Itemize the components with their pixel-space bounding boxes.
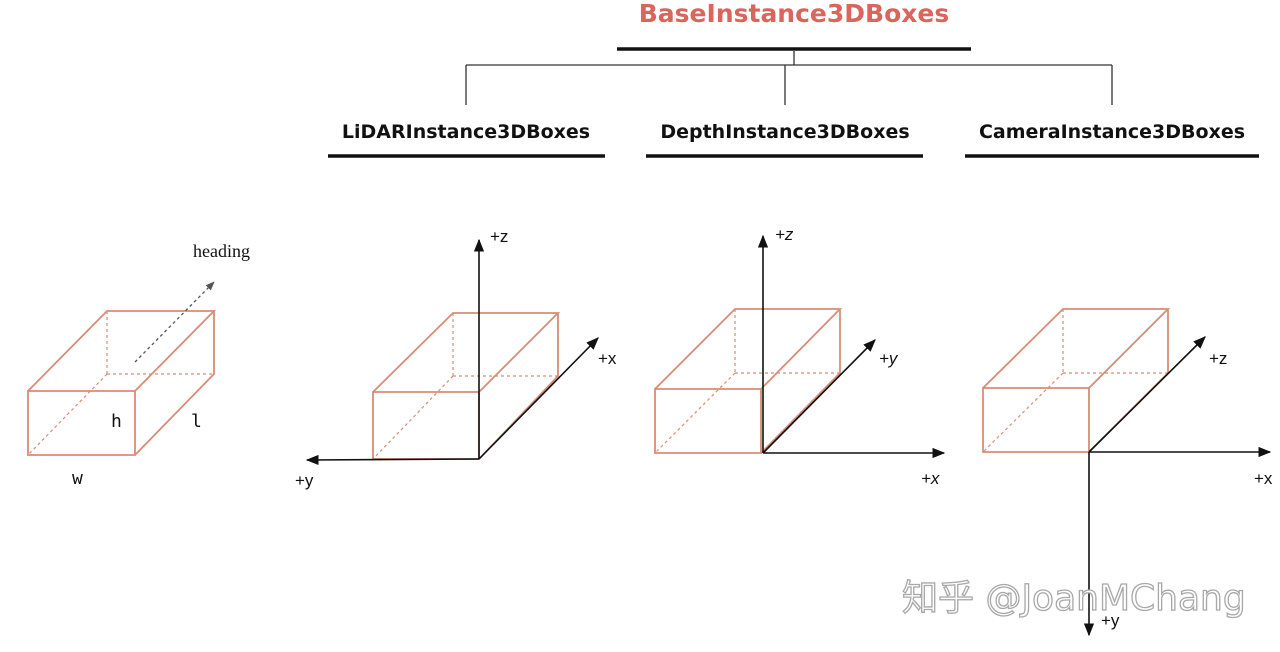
- camera-coordinate-diagram: +z +x +y: [982, 308, 1273, 637]
- heading-label: heading: [193, 241, 250, 261]
- width-label: w: [72, 468, 83, 489]
- depth-y-axis: [762, 339, 876, 454]
- depth-x-label: +x: [921, 469, 940, 488]
- camera-box-edges: [982, 308, 1171, 453]
- camera-class-label: CameraInstance3DBoxes: [979, 121, 1245, 143]
- lidar-x-label: +x: [598, 349, 617, 368]
- depth-class-label: DepthInstance3DBoxes: [660, 121, 909, 143]
- generic-box-hidden-edges: [27, 311, 214, 456]
- depth-box-edges: [654, 308, 843, 454]
- lidar-z-label: +z: [490, 227, 508, 246]
- camera-z-label: +z: [1209, 349, 1227, 368]
- lidar-class-label: LiDARInstance3DBoxes: [342, 121, 590, 143]
- camera-box-hidden-edges: [982, 309, 1168, 453]
- lidar-y-axis: [305, 454, 480, 466]
- depth-coordinate-diagram: +z +y +x: [654, 225, 946, 488]
- class-hierarchy: BaseInstance3DBoxes LiDARInstance3DBoxes…: [328, 0, 1259, 158]
- camera-z-axis: [1088, 336, 1206, 453]
- lidar-x-axis: [478, 337, 599, 460]
- lidar-coordinate-diagram: +z +x +y: [295, 227, 617, 490]
- root-class-label: BaseInstance3DBoxes: [639, 0, 949, 28]
- watermark: 知乎 @JoanMChang: [902, 578, 1246, 619]
- generic-box-diagram: heading h l w: [27, 241, 250, 489]
- camera-x-label: +x: [1254, 469, 1273, 488]
- lidar-y-label: +y: [295, 471, 314, 490]
- height-label: h: [111, 411, 122, 432]
- depth-y-label: +y: [879, 349, 899, 368]
- heading-arrow: [134, 281, 215, 363]
- lidar-box-edges: [372, 312, 561, 460]
- generic-box-edges: [27, 310, 217, 456]
- depth-z-label: +z: [775, 225, 794, 244]
- depth-box-hidden-edges: [654, 309, 840, 454]
- lidar-box-hidden-edges: [372, 313, 558, 460]
- camera-y-label: +y: [1101, 611, 1120, 630]
- length-label: l: [191, 411, 202, 432]
